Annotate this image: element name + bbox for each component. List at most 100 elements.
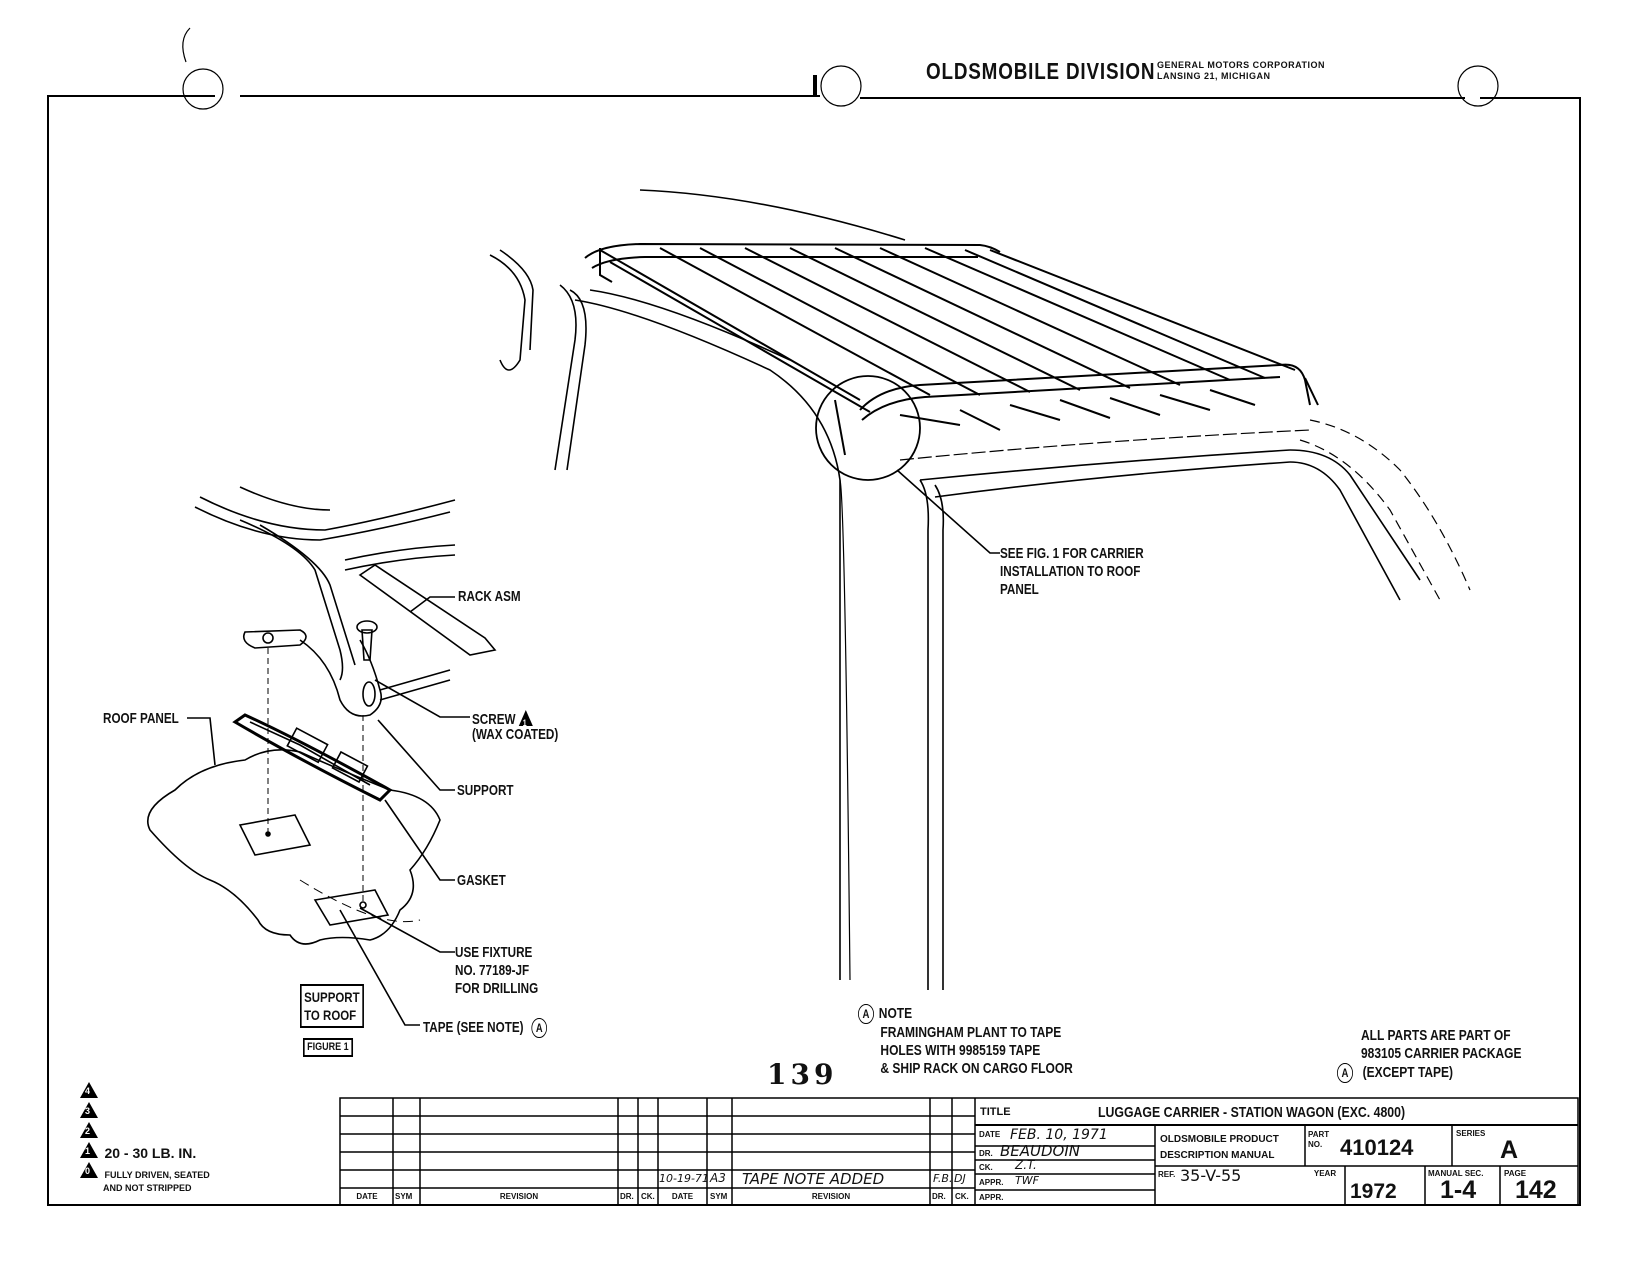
checked-value: Z.T. <box>1015 1158 1037 1172</box>
station-wagon-roof <box>489 189 1471 990</box>
manual-sec-value: 1-4 <box>1440 1176 1477 1204</box>
callout-fixture-line-2: NO. 77189-JF <box>455 962 530 979</box>
callout-roof-panel: ROOF PANEL <box>103 710 179 727</box>
legend-torque-text: 20 - 30 LB. IN. <box>104 1145 197 1161</box>
rev-header-sym: SYM <box>395 1192 413 1201</box>
torque-legend: 4 3 2 1 20 - 30 LB. IN. 0 FULLY DRIVEN, … <box>80 1082 210 1193</box>
parts-note-line-1: ALL PARTS ARE PART OF <box>1361 1027 1511 1044</box>
rev-entry-date: 10-19-71 <box>659 1172 709 1185</box>
callout-see-fig-1: SEE FIG. 1 FOR CARRIER INSTALLATION TO R… <box>1000 545 1144 599</box>
legend-item: 2 <box>80 1122 210 1142</box>
callout-rack-asm: RACK ASM <box>458 588 521 605</box>
note-a-marker-icon: A <box>1337 1063 1353 1083</box>
rev-entry-ck: DJ <box>954 1172 966 1185</box>
ref-value: 35-V-55 <box>1180 1166 1242 1185</box>
rev-header-sym-2: SYM <box>710 1192 728 1201</box>
parts-note-line-2: 983105 CARRIER PACKAGE <box>1361 1045 1522 1062</box>
figure-1-label: FIGURE 1 <box>303 1038 353 1057</box>
legend-triangle-icon: 2 <box>80 1122 98 1138</box>
note-line-1: FRAMINGHAM PLANT TO TAPE <box>880 1024 1062 1041</box>
callout-fixture-line-3: FOR DRILLING <box>455 980 539 997</box>
corporation-name: GENERAL MOTORS CORPORATION LANSING 21, M… <box>1157 60 1325 82</box>
parts-note: ALL PARTS ARE PART OF 983105 CARRIER PAC… <box>1337 1027 1522 1083</box>
approved-value: TWF <box>1015 1174 1039 1187</box>
legend-triangle-icon: 4 <box>80 1082 98 1098</box>
product-manual-line-2: DESCRIPTION MANUAL <box>1160 1150 1275 1161</box>
rev-entry-dr: F.B. <box>933 1172 953 1185</box>
drawing-title: LUGGAGE CARRIER - STATION WAGON (EXC. 48… <box>1098 1104 1406 1121</box>
rev-header-ck: CK. <box>641 1192 655 1201</box>
callout-tape: TAPE (SEE NOTE) A <box>423 1018 548 1038</box>
division-title: OLDSMOBILE DIVISION <box>926 58 1156 84</box>
callout-gasket: GASKET <box>457 872 506 889</box>
torque-triangle-icon: 1 <box>518 710 533 728</box>
series-label: SERIES <box>1456 1129 1486 1138</box>
support-to-roof-line-2: TO ROOF <box>304 1007 357 1023</box>
series-value: A <box>1500 1136 1519 1164</box>
legend-item: 3 <box>80 1102 210 1122</box>
product-manual-line-1: OLDSMOBILE PRODUCT <box>1160 1134 1279 1145</box>
note-title: NOTE <box>878 1005 913 1022</box>
approved-label: APPR. <box>979 1178 1004 1187</box>
legend-driven-text-2: AND NOT STRIPPED <box>103 1183 192 1193</box>
parts-note-line-3: (EXCEPT TAPE) <box>1362 1064 1454 1081</box>
drawn-by-value: BEAUDOIN <box>1000 1142 1081 1160</box>
year-label: YEAR <box>1313 1169 1337 1178</box>
title-label: TITLE <box>980 1106 1011 1118</box>
year-value: 1972 <box>1350 1180 1397 1203</box>
support-to-roof-line-1: SUPPORT <box>304 989 360 1005</box>
rev-header-dr: DR. <box>620 1192 634 1201</box>
legend-triangle-icon: 0 <box>80 1162 98 1178</box>
page-stamp: 139 <box>767 1058 838 1091</box>
rev-header-ck-2: CK. <box>955 1192 969 1201</box>
callout-screw: SCREW 1 <box>472 708 533 729</box>
rev-header-date-2: DATE <box>671 1192 694 1201</box>
ref-label: REF. <box>1158 1170 1176 1179</box>
callout-support: SUPPORT <box>457 782 514 799</box>
legend-item: 0 FULLY DRIVEN, SEATED AND NOT STRIPPED <box>80 1162 210 1193</box>
corporation-line-2: LANSING 21, MICHIGAN <box>1157 71 1271 81</box>
legend-triangle-icon: 1 <box>80 1142 98 1158</box>
callout-screw-note: (WAX COATED) <box>472 726 559 743</box>
drawn-by-label: DR. <box>979 1149 993 1158</box>
callout-see-fig-line-1: SEE FIG. 1 FOR CARRIER <box>1000 545 1144 562</box>
rev-header-dr-2: DR. <box>932 1192 946 1201</box>
callout-see-fig-line-3: PANEL <box>1000 581 1039 598</box>
support-to-roof-box: SUPPORT TO ROOF <box>300 984 364 1028</box>
detail-figure <box>147 486 497 1026</box>
legend-item: 4 <box>80 1082 210 1102</box>
callout-screw-label: SCREW <box>472 711 516 728</box>
callout-fixture-line-1: USE FIXTURE <box>455 944 533 961</box>
note-a-marker-icon: A <box>531 1018 548 1038</box>
luggage-rack <box>584 242 1319 456</box>
approved-label-2: APPR. <box>979 1193 1004 1202</box>
date-value: FEB. 10, 1971 <box>1010 1127 1108 1143</box>
note-line-2: HOLES WITH 9985159 TAPE <box>880 1042 1041 1059</box>
legend-triangle-icon: 3 <box>80 1102 98 1118</box>
rev-header-revision-2: REVISION <box>811 1192 851 1201</box>
legend-driven-text: FULLY DRIVEN, SEATED <box>104 1170 210 1180</box>
part-no-label: PART NO. <box>1308 1130 1330 1149</box>
legend-item: 1 20 - 30 LB. IN. <box>80 1142 210 1162</box>
corporation-line-1: GENERAL MOTORS CORPORATION <box>1157 60 1326 70</box>
date-label: DATE <box>979 1130 1001 1139</box>
note-a-marker-icon: A <box>858 1004 874 1024</box>
checked-label: CK. <box>979 1163 993 1172</box>
rev-header-date: DATE <box>356 1192 378 1201</box>
part-number: 410124 <box>1340 1135 1414 1160</box>
callout-fixture: USE FIXTURE NO. 77189-JF FOR DRILLING <box>455 944 538 998</box>
callout-tape-label: TAPE (SEE NOTE) <box>423 1019 524 1036</box>
page-value: 142 <box>1515 1176 1557 1204</box>
rev-entry-sym: A3 <box>710 1171 726 1185</box>
note-line-3: & SHIP RACK ON CARGO FLOOR <box>880 1060 1073 1077</box>
title-block-lines <box>339 1097 1579 1206</box>
callout-see-fig-line-2: INSTALLATION TO ROOF <box>1000 563 1141 580</box>
rev-header-revision: REVISION <box>499 1192 539 1201</box>
torque-triangle-number: 1 <box>522 718 527 728</box>
rev-entry-revision: TAPE NOTE ADDED <box>742 1170 885 1188</box>
manual-sec-label: MANUAL SEC. <box>1428 1169 1484 1178</box>
page-label: PAGE <box>1504 1169 1527 1178</box>
detail-circle <box>815 375 921 481</box>
